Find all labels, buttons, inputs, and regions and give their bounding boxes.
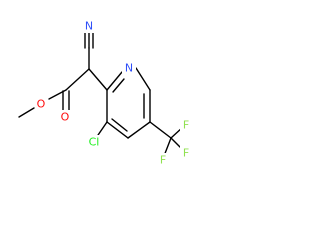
atom-oxygen-ether: O [35,97,48,111]
bond-ring-c4-c3-inner [111,118,128,132]
atom-fluorine-1: F [180,118,192,132]
nitrogen-ring-label: N [125,62,133,75]
bond-carbonyl-alpha [65,68,90,91]
atom-fluorine-2: F [180,146,192,160]
atom-label-layer: O O N N Cl F F F [35,19,192,167]
oxygen-ether-label: O [37,98,46,111]
oxygen-carbonyl-label: O [61,111,70,124]
fluorine-1-label: F [183,119,189,132]
chemical-structure: O O N N Cl F F F [18,19,192,167]
bond-ring-c4-c3 [106,121,129,139]
bond-methyl-o [18,107,35,118]
atom-fluorine-3: F [157,153,169,167]
bond-ring-c5-c4 [127,121,151,139]
nitrogen-nitrile-label: N [85,20,93,33]
atom-nitrogen-nitrile: N [82,19,96,33]
chlorine-label: Cl [89,136,100,149]
bond-ring-c2-n1-inner [112,78,125,93]
bond-ring-n1-c6 [135,67,151,91]
bond-ring-c2-n1 [106,71,123,91]
fluorine-3-label: F [160,154,166,167]
atom-oxygen-carbonyl: O [59,110,72,124]
bond-c5-cf3 [149,121,172,139]
fluorine-2-label: F [183,147,189,160]
atom-chlorine: Cl [85,135,103,149]
bond-alpha-ring [88,68,108,91]
atom-nitrogen-ring: N [122,61,136,75]
